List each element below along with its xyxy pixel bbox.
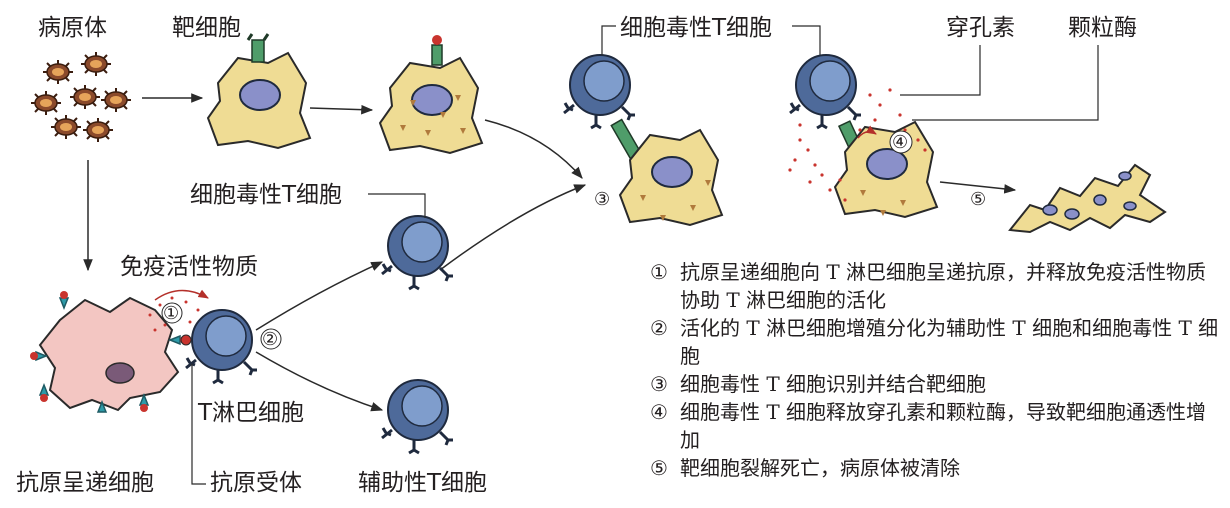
legend-item: ① 抗原呈递细胞向 T 淋巴细胞呈递抗原，并释放免疫活性物质协助 T 淋巴细胞的活… [650,258,1220,314]
label-cytotoxic-t-top: 细胞毒性T细胞 [620,15,772,41]
legend-mark: ③ [650,372,668,396]
leader-antigen-receptor [191,364,206,485]
t-lymphocyte [180,308,259,385]
legend-text: 靶细胞裂解死亡，病原体被清除 [680,456,960,480]
legend-item: ② 活化的 T 淋巴细胞增殖分化为辅助性 T 细胞和细胞毒性 T 细胞 [650,314,1220,370]
step-4-badge [889,130,913,154]
pathogen-cluster [30,51,132,143]
step-4-marker: ④ [892,132,908,153]
ctl-binding-target [562,53,723,226]
arrow-to-helper [255,351,384,412]
arrow-immune-substance [154,289,209,301]
leader-ctl-top-right [792,25,821,62]
helper-t-cell [380,378,455,455]
cytotoxic-t-cell-mid [380,214,455,291]
step-1-marker: ① [163,303,179,324]
step-2-marker: ② [262,329,278,350]
label-t-lymphocyte: T淋巴细胞 [197,400,304,426]
legend-mark: ② [650,316,668,340]
target-cell-1 [207,33,311,149]
label-immune-substance: 免疫活性物质 [120,254,258,280]
leader-ctl-mid [368,193,426,218]
legend: ① 抗原呈递细胞向 T 淋巴细胞呈递抗原，并释放免疫活性物质协助 T 淋巴细胞的活… [650,258,1220,482]
step-1-badge [161,302,183,324]
label-antigen-receptor: 抗原受体 [210,470,302,496]
target-cell-2 [379,35,483,154]
label-pathogen: 病原体 [38,15,107,41]
legend-text: 活化的 T 淋巴细胞增殖分化为辅助性 T 细胞和细胞毒性 T 细胞 [680,316,1219,368]
label-cytotoxic-t-mid: 细胞毒性T细胞 [190,182,342,208]
antigen-presenting-cell [30,291,188,413]
legend-mark: ⑤ [650,456,668,480]
step-5-marker: ⑤ [970,189,986,210]
lysed-target-cell [1008,163,1167,234]
legend-text: 细胞毒性 T 细胞释放穿孔素和颗粒酶，导致靶细胞通透性增加 [680,400,1207,452]
arrow-to-lysis [939,181,1017,194]
legend-text: 抗原呈递细胞向 T 淋巴细胞呈递抗原，并释放免疫活性物质协助 T 淋巴细胞的活化 [680,260,1207,312]
label-target-cell: 靶细胞 [172,15,241,41]
arrow-to-ctl [255,261,384,331]
step-3-marker: ③ [594,189,610,210]
leader-granzyme [912,45,1099,121]
arrow-target-2-to-3 [484,119,583,179]
leader-ctl-top-left [601,25,616,55]
legend-mark: ④ [650,400,668,424]
legend-text: 细胞毒性 T 细胞识别并结合靶细胞 [680,372,987,396]
arrow-target-1-to-2 [309,104,374,115]
label-perforin: 穿孔素 [946,15,1015,41]
immune-substance-dots [148,296,200,332]
legend-mark: ① [650,260,668,284]
step-2-badge [260,328,282,350]
arrow-ctl-to-3 [439,184,587,271]
ctl-releasing-granules [788,53,938,218]
legend-item: ⑤ 靶细胞裂解死亡，病原体被清除 [650,454,1220,482]
label-apc: 抗原呈递细胞 [16,470,154,496]
label-helper-t: 辅助性T细胞 [358,470,487,496]
legend-item: ③ 细胞毒性 T 细胞识别并结合靶细胞 [650,370,1220,398]
label-granzyme: 颗粒酶 [1068,15,1137,41]
legend-item: ④ 细胞毒性 T 细胞释放穿孔素和颗粒酶，导致靶细胞通透性增加 [650,398,1220,454]
leader-perforin [900,45,981,96]
